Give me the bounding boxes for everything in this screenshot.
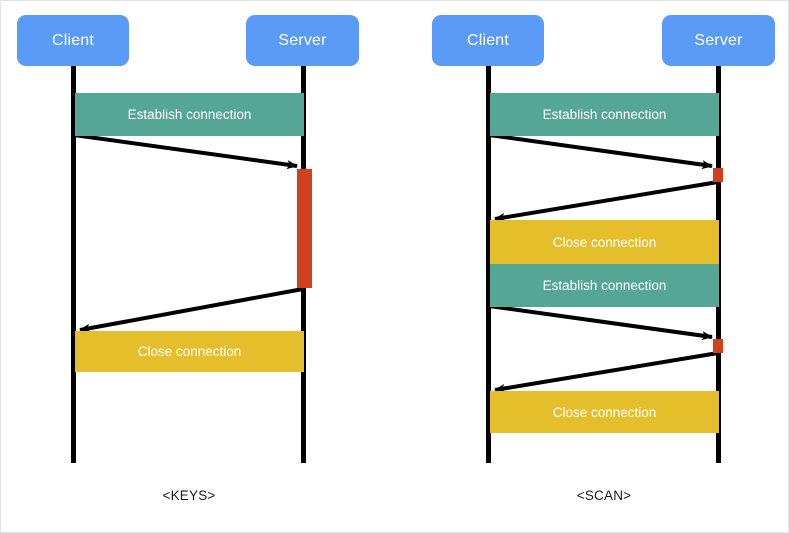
actor-scan-client[interactable]: Client: [432, 15, 544, 66]
arrow-scan-establish-2: [488, 304, 713, 341]
actor-label: Client: [466, 31, 510, 49]
caption-keys: <KEYS>: [162, 488, 216, 503]
msg-bar-scan-establish-1: Establish connection: [490, 93, 719, 136]
msg-bar-scan-establish-2: Establish connection: [490, 264, 719, 307]
actor-label: Client: [51, 31, 95, 49]
msg-bar-scan-close-1: Close connection: [490, 220, 719, 264]
activation-scan-server-1: [713, 168, 723, 182]
actor-label: Server: [278, 31, 327, 49]
arrow-keys-establish: [73, 133, 298, 170]
activation-scan-server-2: [713, 339, 723, 353]
activation-keys-server: [297, 169, 312, 288]
arrow-scan-close-2: [494, 351, 719, 393]
msg-bar-label: Establish connection: [542, 107, 667, 122]
arrow-scan-establish-1: [488, 133, 713, 170]
msg-bar-label: Close connection: [137, 344, 242, 359]
actor-keys-client[interactable]: Client: [17, 15, 129, 66]
msg-bar-keys-close: Close connection: [75, 331, 304, 372]
actor-label: Server: [694, 31, 743, 49]
msg-bar-scan-close-2: Close connection: [490, 391, 719, 433]
actor-keys-server[interactable]: Server: [246, 15, 359, 66]
arrow-keys-close: [79, 287, 304, 333]
msg-bar-label: Close connection: [552, 234, 657, 250]
arrow-scan-close-1: [494, 180, 719, 222]
msg-bar-label: Establish connection: [542, 278, 667, 293]
actor-scan-server[interactable]: Server: [662, 15, 775, 66]
caption-scan: <SCAN>: [576, 488, 632, 503]
msg-bar-label: Establish connection: [127, 107, 252, 122]
msg-bar-label: Close connection: [552, 404, 657, 420]
msg-bar-keys-establish: Establish connection: [75, 93, 304, 136]
